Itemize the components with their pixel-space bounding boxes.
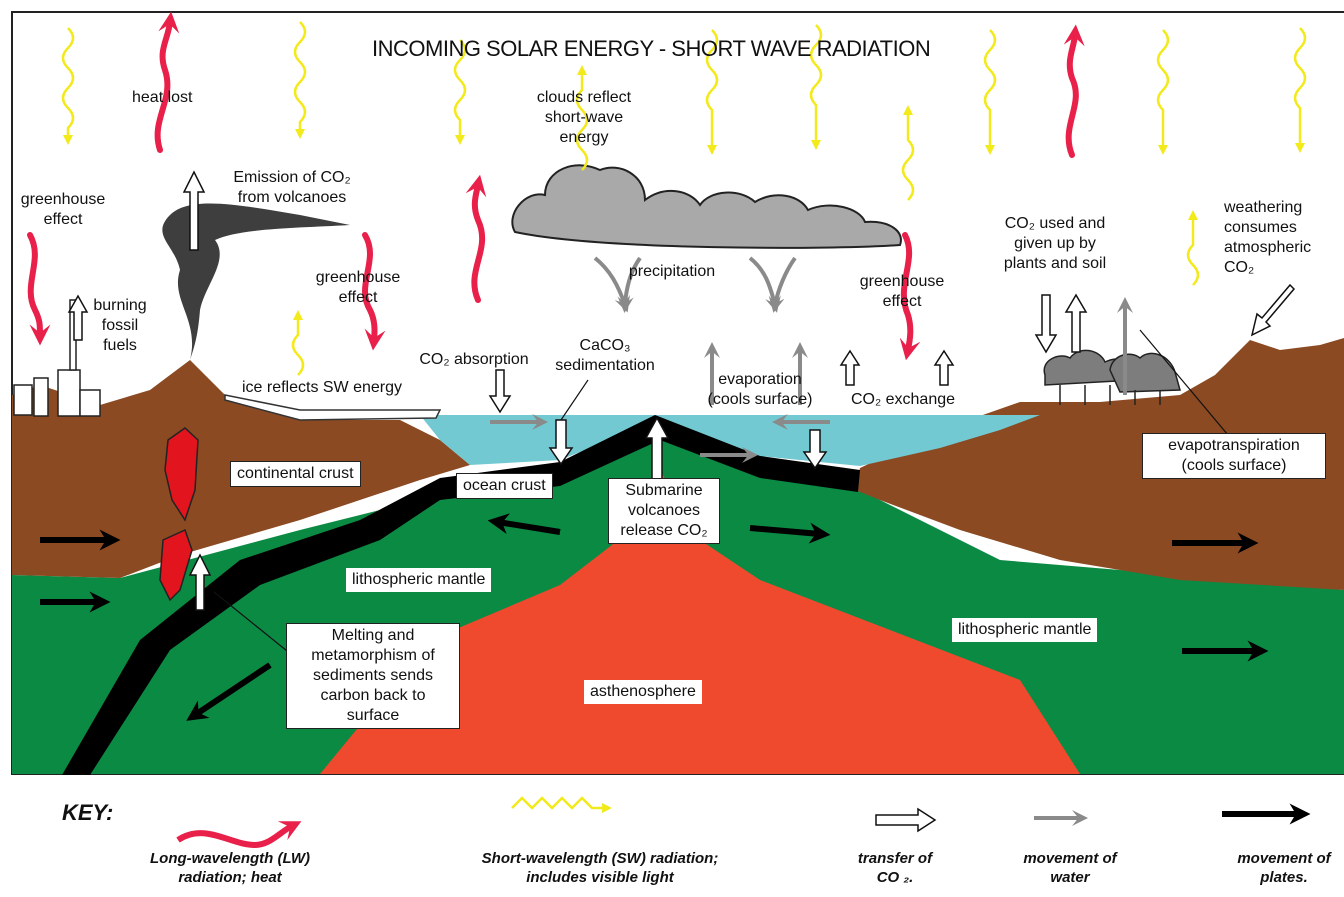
key-title: KEY:: [62, 800, 114, 825]
long-wave-arrows: [27, 11, 1085, 361]
box-melting: Melting and metamorphism of sediments se…: [286, 623, 460, 729]
magma-body-lower: [159, 528, 193, 602]
sw-arrow-1: [61, 27, 75, 145]
short-wave-arrows: [61, 21, 1307, 376]
plate-arrow-5: [186, 662, 272, 721]
trees-icon: [1043, 349, 1181, 405]
label-greenhouse-right: greenhouse effect: [859, 273, 945, 310]
sw-arrow-6: [809, 24, 823, 150]
sw-arrow-7: [983, 29, 997, 155]
co2-arrow-fossil: [67, 294, 89, 341]
co2-arrow-plants-down: [1034, 294, 1058, 354]
label-precipitation: precipitation: [628, 263, 716, 280]
sw-arrow-5: [705, 29, 719, 155]
label-emission-co2: Emission of CO₂ from volcanoes: [233, 169, 351, 206]
key-graphics: [176, 796, 1311, 849]
key-co2-label: transfer of CO ₂.: [857, 850, 933, 886]
key-sw-icon: [511, 796, 612, 813]
sw-arrow-8: [1156, 29, 1170, 155]
label-weathering: weathering consumes atmospheric CO₂: [1224, 199, 1312, 276]
key-plates-label: movement of plates.: [1237, 850, 1331, 886]
co2-arrow-ocean-right: [802, 429, 828, 470]
volcano-smoke: [162, 203, 350, 360]
sw-arrow-11: [291, 310, 305, 376]
ice-shelf: [224, 394, 442, 421]
label-clouds-reflect: clouds reflect short-wave energy: [536, 89, 632, 146]
box-lith-mantle-left: lithospheric mantle: [346, 568, 492, 592]
pointer-lines: [213, 329, 1229, 656]
co2-transfer-arrows: [67, 170, 1296, 611]
co2-arrow-plants-up: [1064, 293, 1088, 353]
sw-arrow-12: [1186, 210, 1200, 286]
label-greenhouse-mid: greenhouse effect: [315, 269, 401, 306]
key-water-label: movement of water: [1023, 850, 1117, 886]
box-continental-crust: continental crust: [230, 461, 361, 487]
sw-arrow-3: [453, 39, 467, 145]
lw-arrow-greenhouse-mid: [362, 232, 386, 351]
asthenosphere-region: [320, 470, 1080, 774]
label-co2-used: CO₂ used and given up by plants and soil: [1003, 215, 1107, 272]
water-arrow-precip-right-b: [768, 256, 797, 313]
plate-arrows: [40, 513, 1269, 721]
key-lw-label: Long-wavelength (LW) radiation; heat: [150, 850, 310, 886]
co2-arrow-volcano: [182, 170, 206, 251]
key-lw-icon: [176, 821, 302, 849]
lw-arrow-up-right: [1063, 24, 1085, 158]
water-arrows: [490, 256, 1133, 463]
plate-arrow-4: [749, 522, 831, 544]
lw-arrow-up-center: [465, 174, 487, 303]
label-co2-absorption: CO₂ absorption: [419, 351, 529, 368]
label-caco3: CaCO₃ sedimentation: [555, 337, 655, 374]
ocean: [420, 415, 1040, 466]
sw-arrow-4: [575, 65, 589, 171]
cloud: [511, 164, 902, 249]
lw-arrow-greenhouse-left: [27, 232, 51, 346]
sw-arrow-10: [901, 105, 915, 201]
co2-arrow-sediment: [548, 419, 574, 466]
continental-crust-right: [855, 338, 1344, 590]
box-ocean-crust: ocean crust: [456, 473, 553, 499]
lw-arrow-greenhouse-right: [899, 232, 921, 361]
plate-arrow-3: [487, 513, 561, 535]
key-co2-icon: [875, 807, 937, 833]
label-co2-exchange: CO₂ exchange: [850, 391, 956, 408]
box-asthenosphere: asthenosphere: [584, 680, 702, 704]
label-evaporation: evaporation (cools surface): [707, 371, 813, 408]
lw-arrow-heat-lost: [154, 11, 180, 153]
label-heat-lost: heat lost: [132, 89, 193, 106]
diagram-title: INCOMING SOLAR ENERGY - SHORT WAVE RADIA…: [372, 36, 931, 61]
co2-arrow-melting: [188, 553, 212, 611]
co2-arrow-weathering: [1250, 283, 1296, 337]
box-lith-mantle-right: lithospheric mantle: [952, 618, 1098, 642]
box-evapotranspiration: evapotranspiration (cools surface): [1142, 433, 1326, 479]
co2-arrow-exchange-1: [839, 349, 861, 386]
water-arrow-precip-left-b: [617, 256, 642, 313]
sw-arrow-9: [1293, 27, 1307, 153]
key-sw-label: Short-wavelength (SW) radiation; include…: [481, 850, 719, 886]
box-submarine-volcanoes: Submarine volcanoes release CO₂: [608, 478, 720, 544]
co2-arrow-exchange-2: [933, 349, 955, 386]
co2-arrow-absorption: [488, 369, 512, 414]
label-greenhouse-left: greenhouse effect: [20, 191, 106, 228]
magma-body-upper: [164, 427, 199, 522]
label-ice-reflects: ice reflects SW energy: [241, 379, 403, 396]
sw-arrow-2: [293, 21, 307, 139]
label-burning-fossil: burning fossil fuels: [93, 297, 147, 354]
factory-icon: [13, 299, 101, 417]
